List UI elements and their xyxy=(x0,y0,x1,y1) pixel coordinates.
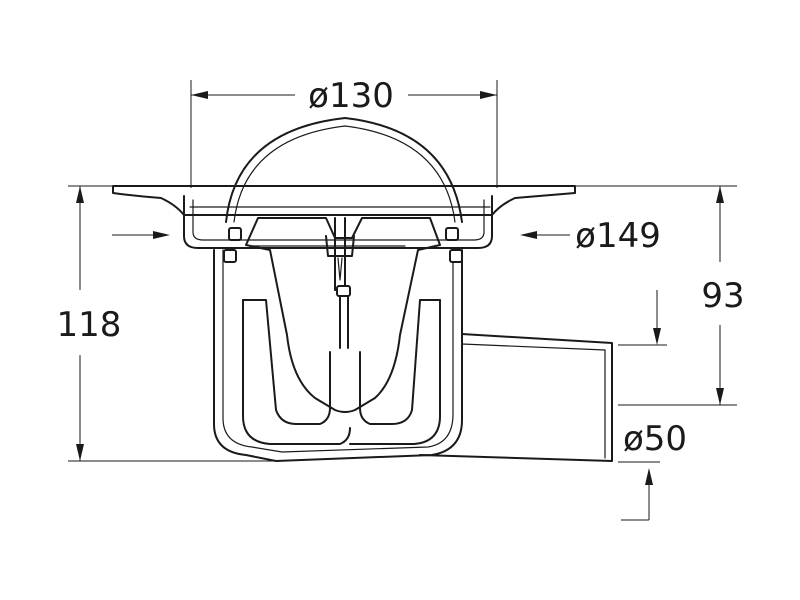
label-top-diameter: ø130 xyxy=(308,76,394,116)
dimension-flange-diameter: ø149 xyxy=(112,216,661,256)
flange-collar xyxy=(183,195,493,249)
label-outlet-height: 93 xyxy=(701,276,744,316)
drain-housing xyxy=(213,249,463,462)
dimension-total-height: 118 xyxy=(57,185,275,462)
trap-bell xyxy=(242,299,331,425)
dome-handle xyxy=(225,117,463,223)
trap-insert xyxy=(245,217,441,413)
flange-plate xyxy=(112,185,576,216)
dimension-top-diameter: ø130 xyxy=(190,76,498,188)
label-total-height: 118 xyxy=(57,305,122,345)
label-flange-diameter: ø149 xyxy=(575,216,661,256)
label-outlet-diameter: ø50 xyxy=(623,419,687,459)
dimension-outlet-height: 93 xyxy=(575,185,745,406)
drain-body xyxy=(112,117,613,462)
dimension-outlet-diameter: ø50 xyxy=(618,290,687,521)
outlet-pipe xyxy=(419,333,613,462)
